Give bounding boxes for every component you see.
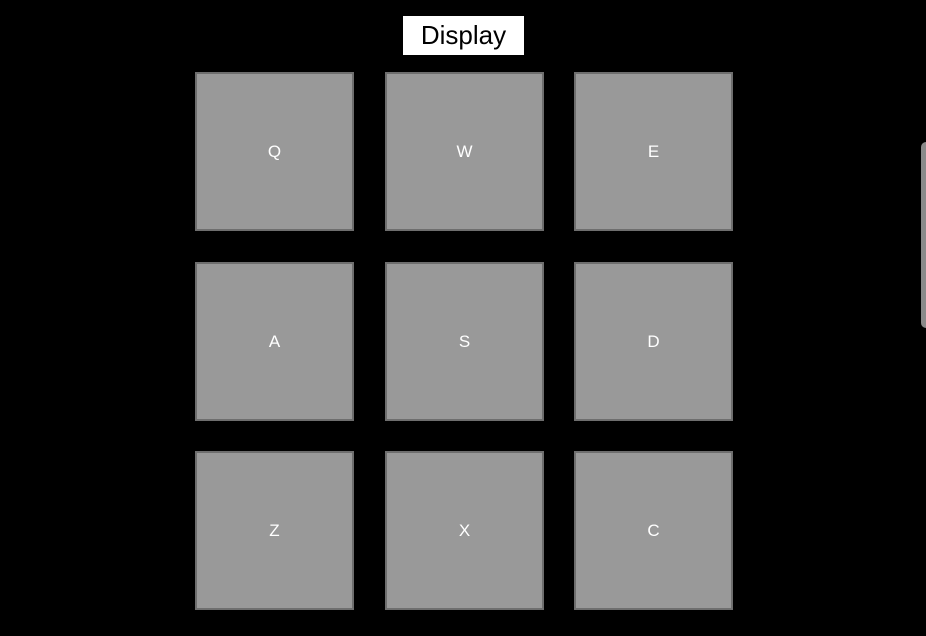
key-d[interactable]: D <box>574 262 733 421</box>
display-label: Display <box>403 16 524 55</box>
key-q[interactable]: Q <box>195 72 354 231</box>
key-z[interactable]: Z <box>195 451 354 610</box>
key-grid: Q W E A S D Z X C <box>195 72 733 610</box>
key-e[interactable]: E <box>574 72 733 231</box>
key-a[interactable]: A <box>195 262 354 421</box>
key-s[interactable]: S <box>385 262 544 421</box>
edge-scrollbar[interactable] <box>921 142 926 328</box>
key-c[interactable]: C <box>574 451 733 610</box>
key-x[interactable]: X <box>385 451 544 610</box>
key-w[interactable]: W <box>385 72 544 231</box>
